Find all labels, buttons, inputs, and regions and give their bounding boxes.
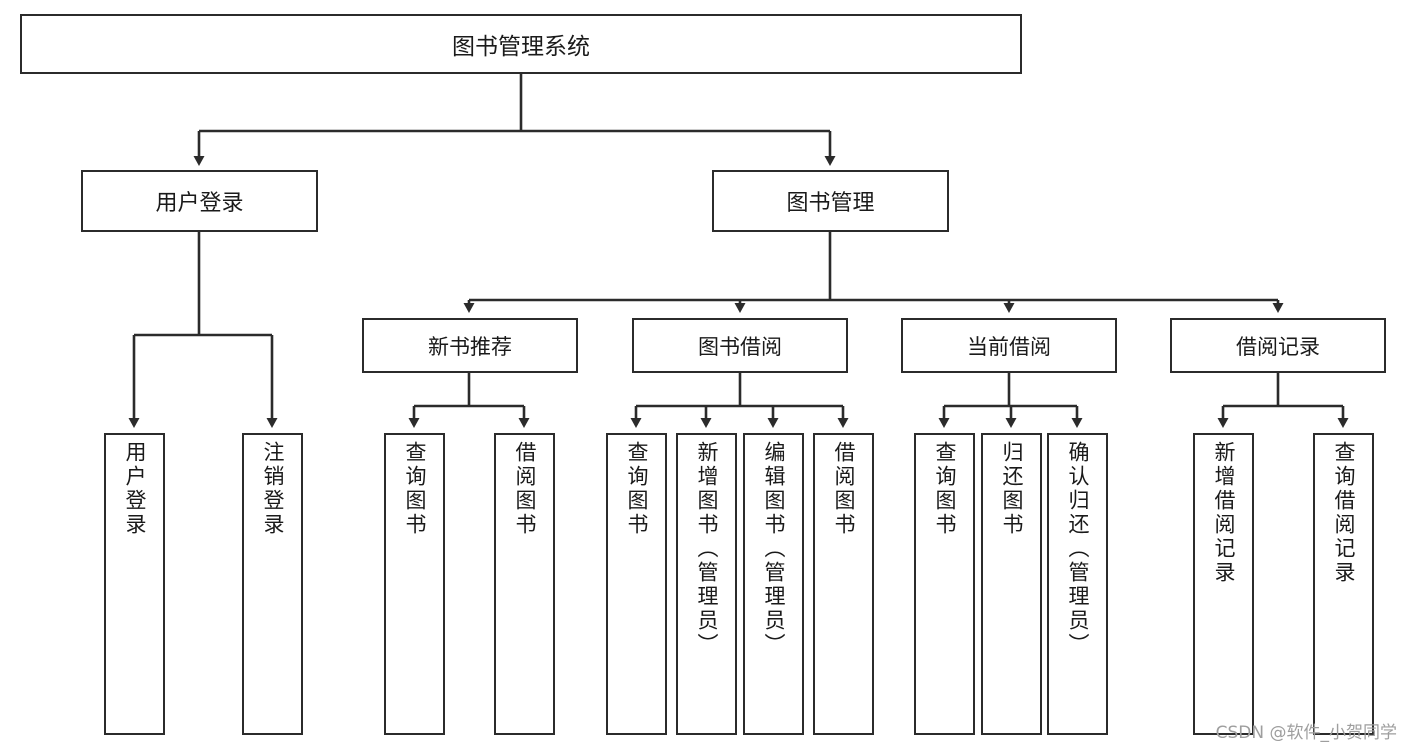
leaf-user-logout[interactable]: 注销登录 [242, 433, 303, 735]
leaf-add-book-label: 新增图书（管理员） [695, 441, 719, 657]
leaf-add-book[interactable]: 新增图书（管理员） [676, 433, 737, 735]
leaf-borrow-book-1-label: 借阅图书 [513, 441, 537, 537]
leaf-borrow-book-2-label: 借阅图书 [832, 441, 856, 537]
leaf-query-record[interactable]: 查询借阅记录 [1313, 433, 1374, 735]
leaf-confirm-return[interactable]: 确认归还（管理员） [1047, 433, 1108, 735]
leaf-edit-book-label: 编辑图书（管理员） [762, 441, 786, 657]
node-new-book-recommend[interactable]: 新书推荐 [362, 318, 578, 373]
leaf-borrow-book-1[interactable]: 借阅图书 [494, 433, 555, 735]
leaf-query-book-1[interactable]: 查询图书 [384, 433, 445, 735]
leaf-query-book-3[interactable]: 查询图书 [914, 433, 975, 735]
node-root[interactable]: 图书管理系统 [20, 14, 1022, 74]
node-book-borrow-label: 图书借阅 [698, 334, 782, 359]
node-root-label: 图书管理系统 [452, 34, 590, 60]
leaf-return-book-label: 归还图书 [1000, 441, 1024, 537]
leaf-query-book-3-label: 查询图书 [933, 441, 957, 537]
node-borrow-record-label: 借阅记录 [1236, 334, 1320, 359]
node-new-book-recommend-label: 新书推荐 [428, 334, 512, 359]
node-book-management[interactable]: 图书管理 [712, 170, 949, 232]
node-book-borrow[interactable]: 图书借阅 [632, 318, 848, 373]
leaf-edit-book[interactable]: 编辑图书（管理员） [743, 433, 804, 735]
csdn-watermark: CSDN @软件_小贺同学 [1215, 723, 1397, 743]
leaf-query-book-2-label: 查询图书 [625, 441, 649, 537]
node-current-borrow-label: 当前借阅 [967, 334, 1051, 359]
node-book-management-label: 图书管理 [786, 191, 875, 216]
node-user-login-label: 用户登录 [155, 191, 244, 216]
leaf-user-logout-label: 注销登录 [261, 441, 285, 537]
node-user-login[interactable]: 用户登录 [81, 170, 318, 232]
leaf-return-book[interactable]: 归还图书 [981, 433, 1042, 735]
node-current-borrow[interactable]: 当前借阅 [901, 318, 1117, 373]
leaf-add-record-label: 新增借阅记录 [1212, 441, 1236, 585]
leaf-borrow-book-2[interactable]: 借阅图书 [813, 433, 874, 735]
leaf-query-book-1-label: 查询图书 [403, 441, 427, 537]
leaf-user-login[interactable]: 用户登录 [104, 433, 165, 735]
leaf-confirm-return-label: 确认归还（管理员） [1066, 441, 1090, 657]
leaf-user-login-label: 用户登录 [123, 441, 147, 537]
leaf-add-record[interactable]: 新增借阅记录 [1193, 433, 1254, 735]
node-borrow-record[interactable]: 借阅记录 [1170, 318, 1386, 373]
leaf-query-record-label: 查询借阅记录 [1332, 441, 1356, 585]
leaf-query-book-2[interactable]: 查询图书 [606, 433, 667, 735]
